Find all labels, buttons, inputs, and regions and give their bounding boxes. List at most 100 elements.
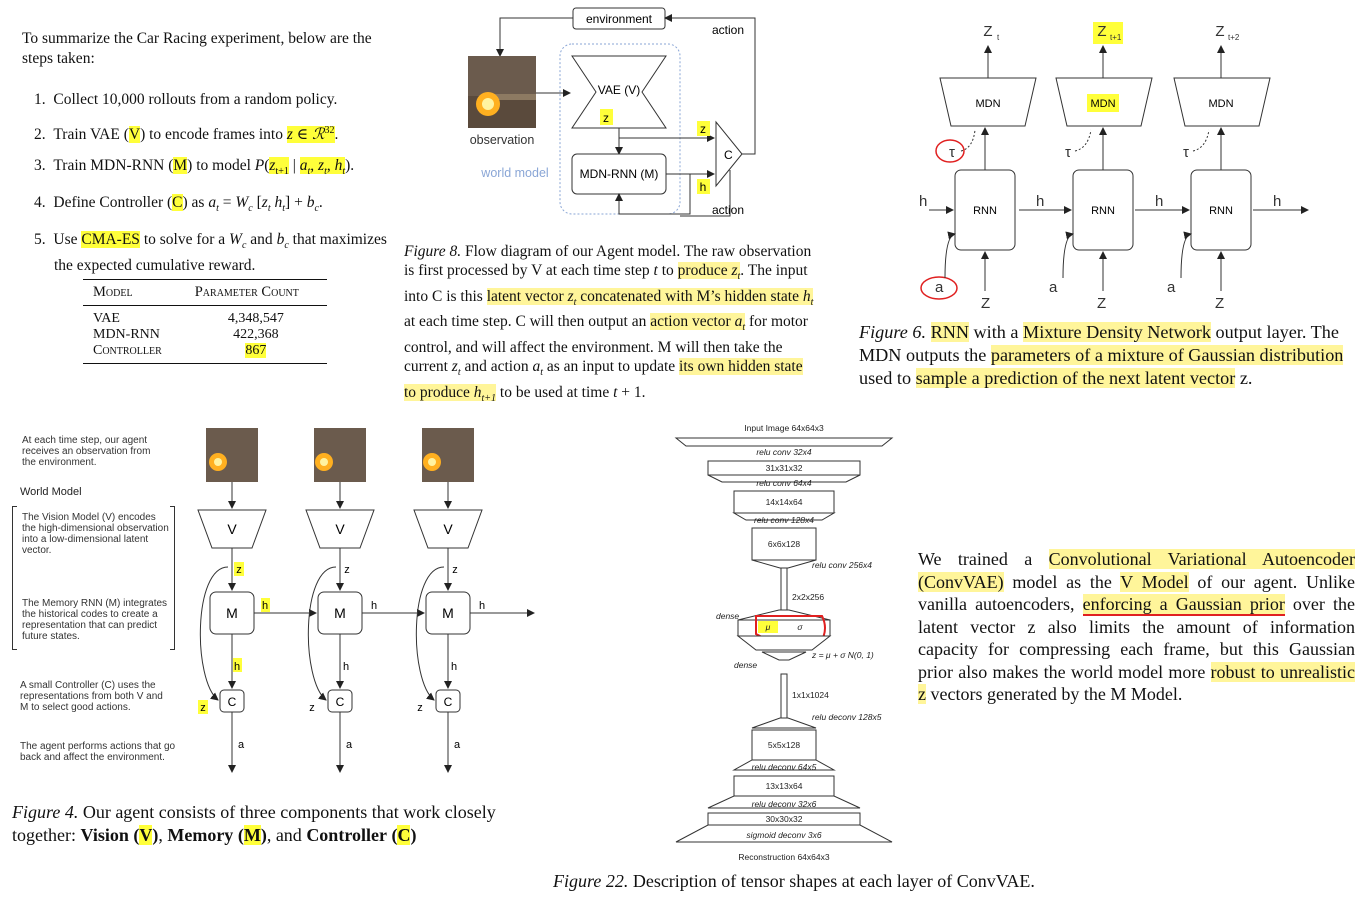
svg-text:z = μ + σ N(0, 1): z = μ + σ N(0, 1) <box>811 650 874 660</box>
table-header-row: Model Parameter Count <box>83 280 327 306</box>
svg-text:M: M <box>334 605 346 621</box>
c-label: C <box>724 148 733 162</box>
convvae-paragraph: We trained a Convolutional Variational A… <box>918 549 1356 704</box>
svg-text:relu deconv 64x5: relu deconv 64x5 <box>752 762 817 772</box>
fig6-caption-label: Figure 6. <box>859 322 927 342</box>
svg-text:h: h <box>1036 193 1044 210</box>
svg-text:h: h <box>451 661 457 673</box>
svg-text:Z: Z <box>983 23 992 40</box>
fig4-diagram: V z M h h C z a V z M h h C z <box>197 428 535 773</box>
svg-text:MDN: MDN <box>1090 98 1115 110</box>
fig22-diagram: Input Image 64x64x3 relu conv 32x4 31x31… <box>674 423 894 862</box>
fig8-caption-label: Figure 8. <box>404 243 462 260</box>
fig4-text-2: The Vision Model (V) encodes the high-di… <box>22 512 169 556</box>
svg-text:z: z <box>344 564 350 576</box>
environment-label: environment <box>586 12 653 26</box>
svg-text:τ: τ <box>1065 144 1071 161</box>
svg-text:V: V <box>335 521 345 537</box>
fig22-caption-label: Figure 22. <box>553 871 629 891</box>
svg-text:relu conv 256x4: relu conv 256x4 <box>812 560 872 570</box>
svg-text:dense: dense <box>716 611 739 621</box>
svg-text:relu deconv 128x5: relu deconv 128x5 <box>812 712 882 722</box>
svg-text:h: h <box>1155 193 1163 210</box>
z-label-vae: z <box>603 111 609 125</box>
step-5: 5. Use CMA-ES to solve for a Wc and bc t… <box>34 231 387 275</box>
step-1: 1. Collect 10,000 rollouts from a random… <box>34 91 338 108</box>
fig4-bracket-right <box>170 506 175 650</box>
svg-text:a: a <box>346 739 353 751</box>
fig4-caption-label: Figure 4. <box>12 802 79 822</box>
step-2: 2. Train VAE (V) to encode frames into z… <box>34 125 339 144</box>
svg-text:1x1x1024: 1x1x1024 <box>792 690 829 700</box>
fig4-col-2: V z M h h C z a <box>305 428 425 773</box>
svg-text:Z: Z <box>1215 23 1224 40</box>
svg-text:31x31x32: 31x31x32 <box>766 463 803 473</box>
svg-text:h: h <box>1273 193 1281 210</box>
svg-text:6x6x128: 6x6x128 <box>768 539 800 549</box>
svg-text:z: z <box>200 702 206 714</box>
v-box-3 <box>413 509 483 549</box>
svg-text:C: C <box>228 695 237 709</box>
svg-text:t+1: t+1 <box>1110 33 1122 42</box>
svg-text:relu conv 128x4: relu conv 128x4 <box>754 515 814 525</box>
svg-text:RNN: RNN <box>1091 205 1115 217</box>
svg-text:Z: Z <box>981 295 990 312</box>
fig4-text-5: The agent performs actions that go back … <box>20 741 176 763</box>
v-box-1 <box>197 509 267 549</box>
fig4-text-1: At each time step, our agent receives an… <box>22 435 151 468</box>
summary-section: To summarize the Car Racing experiment, … <box>22 29 394 287</box>
svg-text:relu conv 32x4: relu conv 32x4 <box>756 447 812 457</box>
fig4-col-1: V z M h h C z a <box>197 428 317 773</box>
svg-text:RNN: RNN <box>973 205 997 217</box>
svg-text:M: M <box>442 605 454 621</box>
svg-text:Z: Z <box>1215 295 1224 312</box>
step-3: 3. Train MDN-RNN (M) to model P(zt+1 | a… <box>34 157 355 178</box>
svg-text:M: M <box>226 605 238 621</box>
mdn-box-1 <box>939 77 1037 127</box>
svg-text:C: C <box>444 695 453 709</box>
table-header: Model <box>83 280 185 306</box>
svg-text:a: a <box>935 279 944 296</box>
vae-shape <box>571 55 667 129</box>
svg-text:h: h <box>262 600 268 612</box>
svg-text:h: h <box>919 193 927 210</box>
mdn-rnn-label: MDN-RNN (M) <box>580 167 659 181</box>
action-label-bottom: action <box>712 203 744 217</box>
svg-text:t: t <box>997 33 1000 42</box>
svg-text:30x30x32: 30x30x32 <box>766 814 803 824</box>
svg-text:μ: μ <box>765 622 771 632</box>
steps-list: 1. Collect 10,000 rollouts from a random… <box>22 90 394 276</box>
svg-text:h: h <box>371 600 377 612</box>
observation-label: observation <box>470 133 535 147</box>
svg-text:h: h <box>479 600 485 612</box>
fig4-world-model: World Model <box>20 486 82 498</box>
svg-text:h: h <box>234 661 240 673</box>
svg-text:relu deconv 32x6: relu deconv 32x6 <box>752 799 817 809</box>
svg-text:V: V <box>227 521 237 537</box>
svg-text:Z: Z <box>1097 295 1106 312</box>
svg-text:13x13x64: 13x13x64 <box>766 781 803 791</box>
svg-text:MDN: MDN <box>975 98 1000 110</box>
svg-text:Z: Z <box>1097 23 1106 40</box>
svg-text:5x5x128: 5x5x128 <box>768 740 800 750</box>
summary-intro: To summarize the Car Racing experiment, … <box>22 30 372 67</box>
svg-text:z: z <box>309 702 315 714</box>
fig4-text-3: The Memory RNN (M) integrates the histor… <box>22 598 168 642</box>
fig4-text-4: A small Controller (C) uses the represen… <box>20 680 163 713</box>
svg-text:h: h <box>343 661 349 673</box>
fig4-caption: Figure 4. Our agent consists of three co… <box>12 802 496 845</box>
action-label-top: action <box>712 23 744 37</box>
fig8-diagram: environment action observation world mod… <box>468 7 756 217</box>
svg-text:V: V <box>443 521 453 537</box>
svg-text:t+2: t+2 <box>1228 33 1240 42</box>
fig8-caption: Figure 8. Flow diagram of our Agent mode… <box>404 243 814 404</box>
svg-text:Reconstruction 64x64x3: Reconstruction 64x64x3 <box>738 852 829 862</box>
svg-text:τ: τ <box>949 144 955 161</box>
world-model-label: world model <box>480 166 548 180</box>
